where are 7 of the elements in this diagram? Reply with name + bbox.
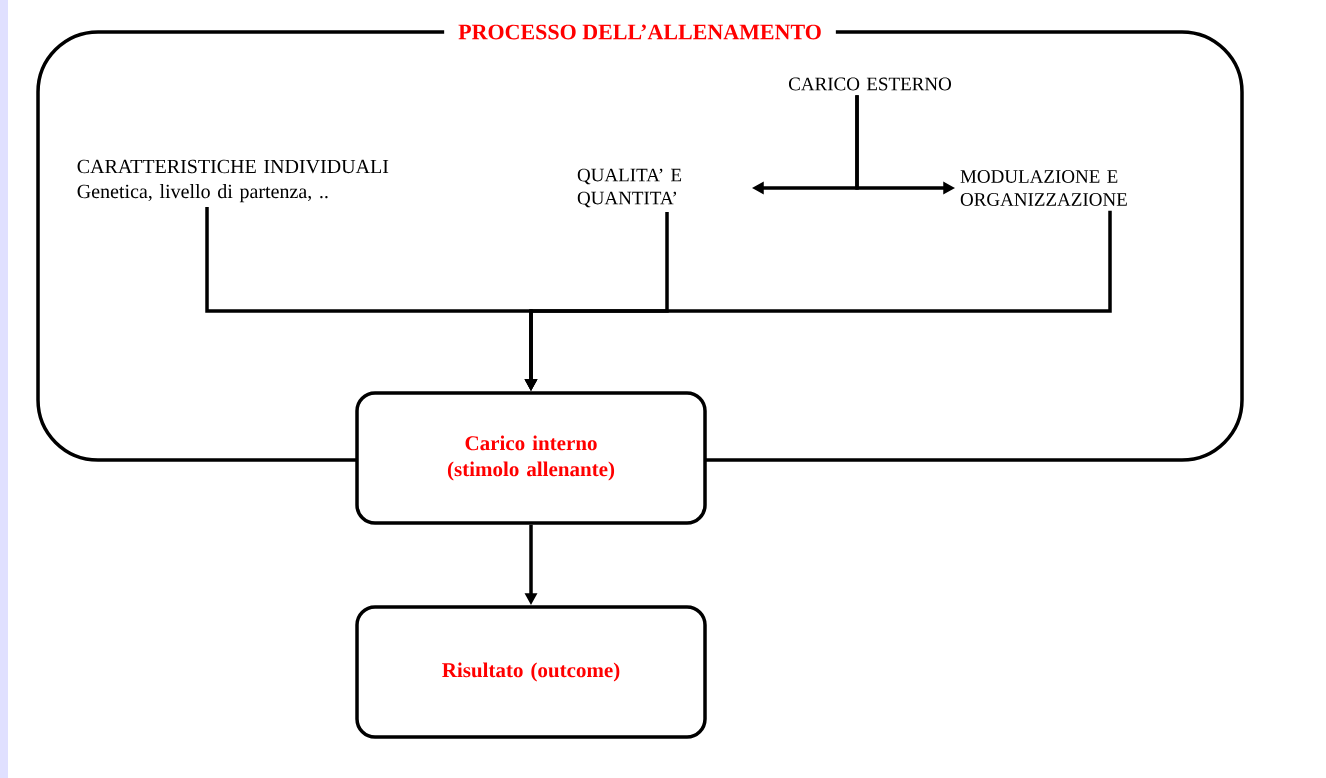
process-box: Risultato (outcome) bbox=[355, 605, 707, 739]
label-text: QUALITA’ E QUANTITA’ bbox=[577, 168, 682, 208]
label-text: MODULAZIONE E ORGANIZZAZIONE bbox=[960, 170, 1127, 206]
frame-title: PROCESSO DELL’ALLENAMENTO bbox=[444, 21, 836, 43]
process-box: Carico interno (stimolo allenante) bbox=[355, 391, 707, 525]
label-text: CARICO ESTERNO bbox=[789, 77, 951, 91]
label-text: CARATTERISTICHE INDIVIDUALI Genetica, livello di partenza, .. bbox=[77, 159, 389, 203]
